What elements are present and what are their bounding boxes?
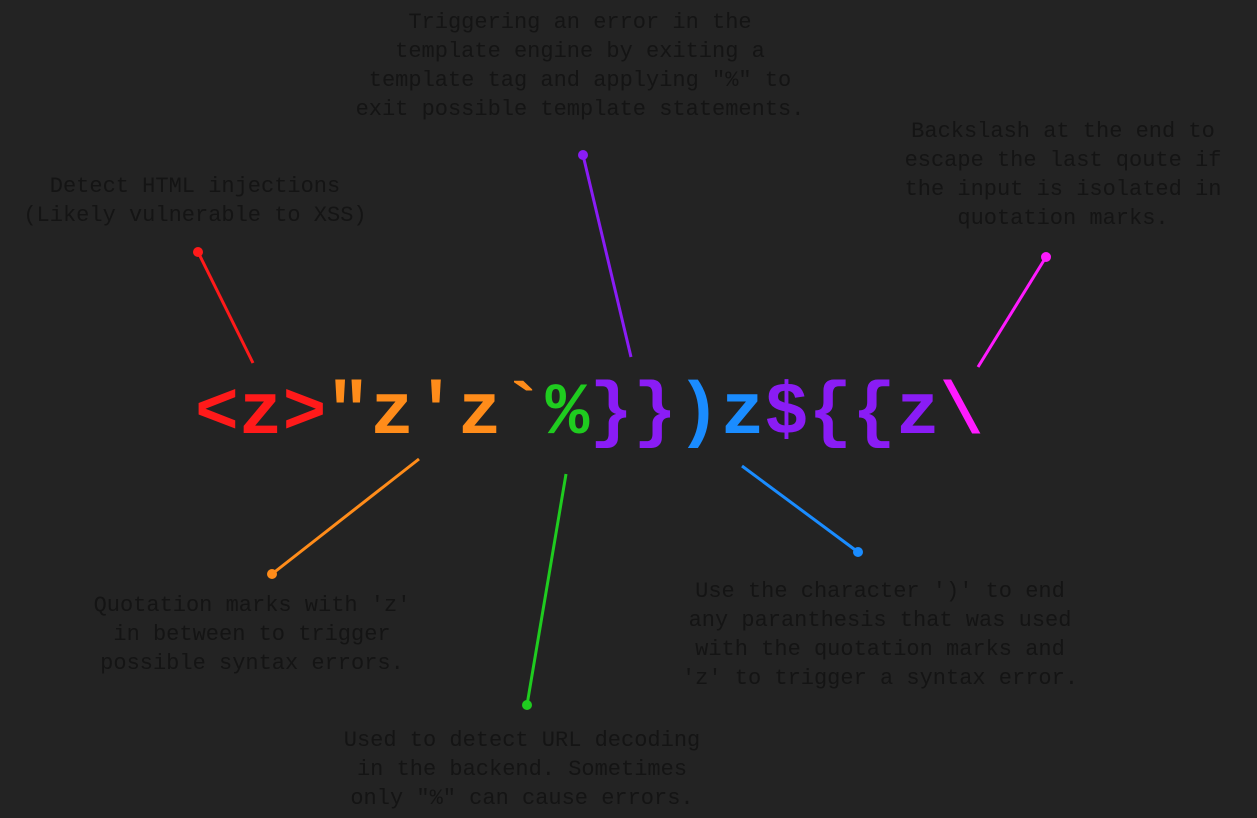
connector-dot-backslash bbox=[1041, 252, 1051, 262]
annotation-line: Detect HTML injections bbox=[49, 174, 341, 199]
annotation-backslash: Backslash at the end to escape the last … bbox=[883, 117, 1243, 233]
payload-segment-dollar: ${{z bbox=[764, 372, 940, 455]
payload-segment-paren: )z bbox=[676, 372, 765, 455]
connector-dot-paren bbox=[853, 547, 863, 557]
connector-dot-percent bbox=[522, 700, 532, 710]
annotation-line: any paranthesis that was used bbox=[688, 608, 1072, 633]
annotation-line: quotation marks. bbox=[957, 206, 1169, 231]
connector-dot-quotes bbox=[267, 569, 277, 579]
connector-line-html bbox=[196, 251, 255, 364]
annotation-line: Backslash at the end to bbox=[911, 119, 1215, 144]
connector-line-percent bbox=[525, 473, 568, 706]
annotation-line: in between to trigger bbox=[113, 622, 391, 647]
annotation-line: escape the last qoute if bbox=[904, 148, 1222, 173]
annotation-line: only "%" can cause errors. bbox=[350, 786, 694, 811]
connector-line-quotes bbox=[271, 457, 420, 576]
annotation-line: with the quotation marks and bbox=[695, 637, 1065, 662]
annotation-paren: Use the character ')' to end any paranth… bbox=[655, 577, 1105, 693]
annotation-line: exit possible template statements. bbox=[355, 97, 805, 122]
connector-line-paren bbox=[741, 464, 859, 554]
polyglot-payload: <z>"z'z`%}})z${{z\ bbox=[195, 372, 984, 456]
annotation-line: (Likely vulnerable to XSS) bbox=[23, 203, 367, 228]
annotation-line: in the backend. Sometimes bbox=[356, 757, 688, 782]
connector-line-backslash bbox=[976, 256, 1048, 368]
annotation-line: Quotation marks with 'z' bbox=[93, 593, 411, 618]
payload-segment-template: }} bbox=[589, 372, 677, 455]
annotation-line: Used to detect URL decoding bbox=[343, 728, 701, 753]
annotation-line: template engine by exiting a bbox=[395, 39, 765, 64]
annotation-percent: Used to detect URL decoding in the backe… bbox=[312, 726, 732, 813]
annotation-template: Triggering an error in the template engi… bbox=[330, 8, 830, 124]
annotation-quotes: Quotation marks with 'z' in between to t… bbox=[72, 591, 432, 678]
annotation-html: Detect HTML injections (Likely vulnerabl… bbox=[5, 172, 385, 230]
connector-dot-html bbox=[193, 247, 203, 257]
annotation-line: Triggering an error in the bbox=[408, 10, 752, 35]
annotation-line: the input is isolated in bbox=[904, 177, 1222, 202]
payload-segment-quotes: "z'z` bbox=[326, 372, 546, 455]
annotation-line: possible syntax errors. bbox=[100, 651, 404, 676]
connector-dot-template bbox=[578, 150, 588, 160]
annotation-line: template tag and applying "%" to bbox=[368, 68, 792, 93]
annotation-line: 'z' to trigger a syntax error. bbox=[681, 666, 1079, 691]
payload-segment-html: <z> bbox=[195, 372, 327, 455]
payload-segment-percent: % bbox=[545, 372, 590, 455]
connector-line-template bbox=[581, 154, 633, 358]
payload-segment-backslash: \ bbox=[939, 372, 984, 455]
annotation-line: Use the character ')' to end bbox=[695, 579, 1065, 604]
